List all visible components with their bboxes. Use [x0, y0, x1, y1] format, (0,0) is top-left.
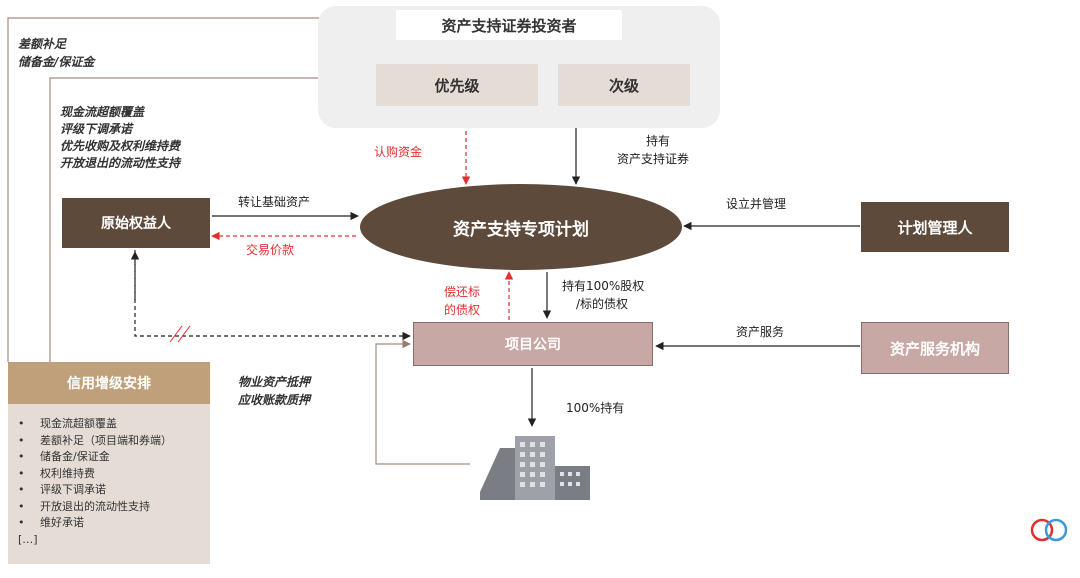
label-equity-2: /标的债权	[576, 297, 629, 311]
credit-to-investor-line-outer	[7, 13, 335, 362]
project-company-node: 项目公司	[413, 322, 653, 366]
credit-list-item: • 维好承诺	[18, 515, 202, 532]
bullet-icon: •	[18, 417, 25, 430]
label-price: 交易价款	[246, 243, 295, 257]
special-plan-node: 资产支持专项计划	[360, 184, 682, 270]
label-topleft-2: 储备金/保证金	[18, 55, 95, 69]
label-hold-2: 资产支持证券	[617, 152, 690, 166]
pledge-arrow	[134, 250, 411, 341]
label-repay-2: 的债权	[444, 303, 481, 317]
building-to-project-line	[375, 339, 470, 465]
label-mid-4: 开放退出的流动性支持	[60, 156, 181, 170]
label-pledge-2: 应收账款质押	[238, 393, 311, 407]
label-service: 资产服务	[736, 325, 785, 339]
label-pledge-1: 物业资产抵押	[238, 375, 311, 389]
originator-node: 原始权益人	[62, 198, 210, 248]
credit-list-item-text: 维好承诺	[40, 516, 84, 529]
credit-enhancement-title: 信用增级安排	[8, 362, 210, 404]
bullet-icon: •	[18, 433, 25, 447]
label-setup: 设立并管理	[726, 197, 787, 211]
label-topleft-1: 差额补足	[18, 37, 67, 51]
credit-list-item-text: 储备金/保证金	[40, 450, 110, 463]
plan-manager-node: 计划管理人	[861, 202, 1009, 252]
junior-tranche: 次级	[558, 64, 690, 106]
asset-servicer-node: 资产服务机构	[861, 322, 1009, 374]
credit-list-item: • 开放退出的流动性支持	[18, 499, 202, 516]
investor-title: 资产支持证券投资者	[396, 10, 622, 40]
bullet-icon: •	[18, 499, 25, 513]
credit-list-item: • 现金流超额覆盖	[18, 416, 202, 433]
label-subscribe: 认购资金	[374, 145, 423, 159]
credit-list-item-text: 开放退出的流动性支持	[40, 499, 150, 513]
brand-logo-icon	[1030, 518, 1068, 542]
credit-list-item-text: 现金流超额覆盖	[40, 417, 117, 430]
label-mid-1: 现金流超额覆盖	[60, 105, 145, 119]
credit-enhancement-list: • 现金流超额覆盖 • 差额补足（项目端和券端） • 储备金/保证金 • 权利维持费 • 评级下调…	[8, 404, 210, 564]
credit-list-item-text: 差额补足（项目端和券端）	[40, 433, 172, 447]
label-repay-1: 偿还标	[444, 285, 481, 299]
pledge-slash-1	[169, 325, 183, 343]
label-hold-1: 持有	[646, 134, 671, 148]
credit-list-item: • 储备金/保证金	[18, 449, 202, 466]
label-mid-3: 优先收购及权利维持费	[60, 139, 181, 153]
bullet-icon: •	[18, 516, 25, 529]
pledge-slash-2	[177, 325, 191, 343]
credit-list-item: • 权利维持费	[18, 466, 202, 483]
credit-list-item-text: 评级下调承诺	[40, 483, 106, 496]
credit-list-item: • 评级下调承诺	[18, 482, 202, 499]
label-mid-2: 评级下调承诺	[60, 122, 133, 136]
bullet-icon: •	[18, 450, 25, 463]
building-icon	[480, 436, 590, 500]
credit-more: […]	[18, 532, 38, 546]
credit-list-item: • 差额补足（项目端和券端）	[18, 433, 202, 450]
bullet-icon: •	[18, 466, 25, 480]
label-full-hold: 100%持有	[566, 401, 625, 415]
label-transfer: 转让基础资产	[238, 195, 311, 209]
credit-to-investor-line-inner	[49, 73, 335, 362]
label-equity-1: 持有100%股权	[562, 279, 645, 293]
credit-list-item-text: 权利维持费	[40, 466, 95, 480]
bullet-icon: •	[18, 483, 25, 496]
senior-tranche: 优先级	[376, 64, 538, 106]
